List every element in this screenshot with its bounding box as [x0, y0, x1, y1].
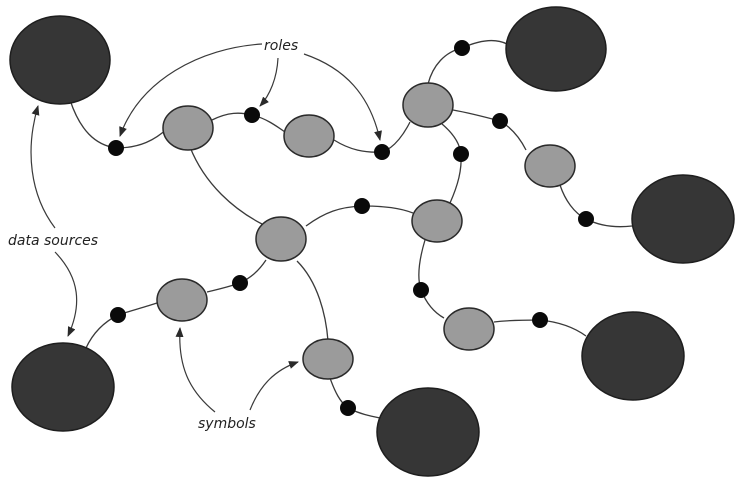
symbol-node: [443, 307, 495, 351]
symbols: [156, 82, 576, 380]
edge: [296, 260, 329, 342]
data-source-node: [505, 6, 607, 92]
labels: roles data sources symbols: [8, 38, 298, 432]
roles-arrow-middle: [259, 57, 279, 107]
role-node: [413, 282, 429, 298]
role-node: [578, 211, 594, 227]
symbol-node: [302, 338, 354, 380]
role-node: [354, 198, 370, 214]
symbol-node: [411, 199, 463, 243]
role-node: [340, 400, 356, 416]
symbols-label: symbols: [198, 416, 256, 432]
data-sources: [9, 6, 735, 477]
role-node: [453, 146, 469, 162]
data-source-node: [631, 174, 735, 264]
role-node: [108, 140, 124, 156]
data-source-node: [9, 15, 111, 105]
symbol-node: [402, 82, 454, 128]
roles: [108, 40, 594, 416]
edge: [115, 127, 169, 149]
role-node: [110, 307, 126, 323]
role-node: [492, 113, 508, 129]
symbols-arrow-right: [249, 361, 299, 411]
edge: [69, 99, 117, 149]
symbol-node: [255, 216, 307, 262]
role-node: [244, 107, 260, 123]
symbol-node: [283, 114, 335, 158]
role-node: [454, 40, 470, 56]
symbols-arrow-left: [175, 327, 216, 413]
data-sources-label: data sources: [8, 233, 98, 249]
symbol-node: [524, 144, 576, 188]
edge: [189, 146, 263, 225]
annotation-arrows: [30, 43, 382, 413]
roles-arrow-right: [303, 53, 382, 141]
data-sources-arrow-up: [30, 105, 56, 229]
data-source-node: [11, 342, 115, 432]
symbol-node: [162, 105, 214, 151]
role-node: [532, 312, 548, 328]
data-source-node: [376, 387, 480, 477]
symbol-node: [156, 278, 208, 322]
roles-label: roles: [264, 38, 298, 54]
data-source-node: [581, 311, 685, 401]
role-node: [374, 144, 390, 160]
data-sources-arrow-down: [54, 251, 78, 337]
roles-arrow-left: [119, 43, 263, 137]
edge: [305, 205, 363, 227]
role-node: [232, 275, 248, 291]
